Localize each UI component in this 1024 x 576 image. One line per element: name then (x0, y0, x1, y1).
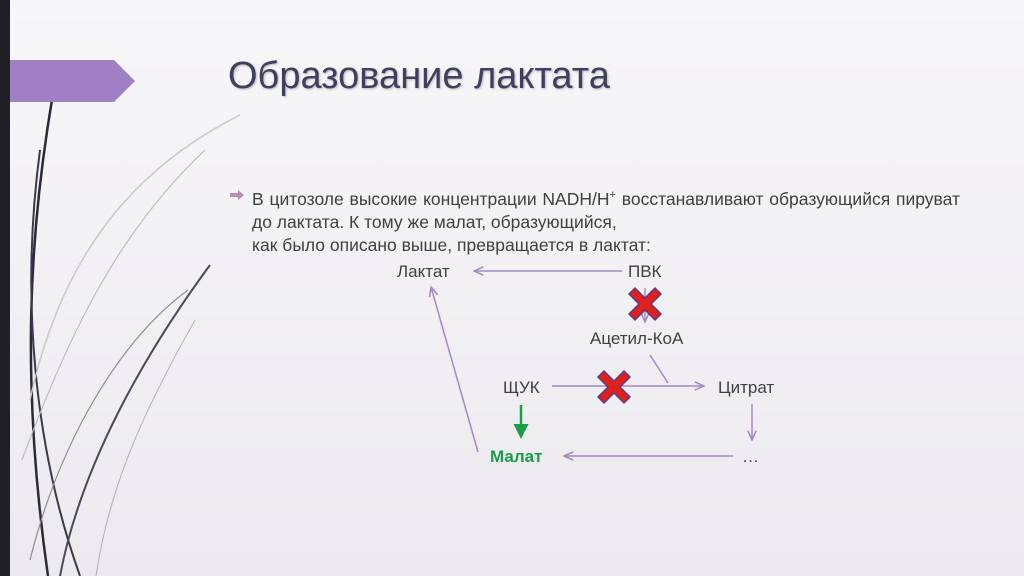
node-oxaloacetate: ЩУК (503, 378, 540, 397)
node-lactate: Лактат (397, 262, 450, 281)
node-malate: Малат (490, 447, 543, 466)
arrow-acetyl-coa-to-citrate (649, 354, 669, 384)
node-citrate: Цитрат (718, 378, 775, 397)
node-ellipsis: … (742, 447, 759, 466)
blocked-cross-icon-pvk (627, 286, 663, 322)
title-accent-tab (10, 60, 135, 102)
bullet-text-line1-post: восстанавливают образующийся пируват до … (252, 188, 960, 232)
decorative-curves (21, 99, 241, 576)
bullet-arrow-icon (230, 190, 244, 200)
arrow-malate-to-lactate (431, 287, 479, 453)
node-acetyl-coa: Ацетил-КоА (590, 329, 684, 348)
left-accent-bar (0, 0, 10, 576)
slide-title: Образование лактата (228, 55, 610, 97)
bullet-text-line1-pre: В цитозоле высокие концентрации NADH/H (252, 188, 610, 209)
bullet-text-line2: как было описано выше, превращается в ла… (252, 234, 651, 255)
blocked-cross-icon-oxaloacetate (596, 369, 632, 405)
bullet-text-superscript: + (609, 189, 616, 201)
bullet-paragraph: В цитозоле высокие концентрации NADH/H+ … (252, 184, 960, 257)
node-pvk: ПВК (628, 262, 662, 281)
